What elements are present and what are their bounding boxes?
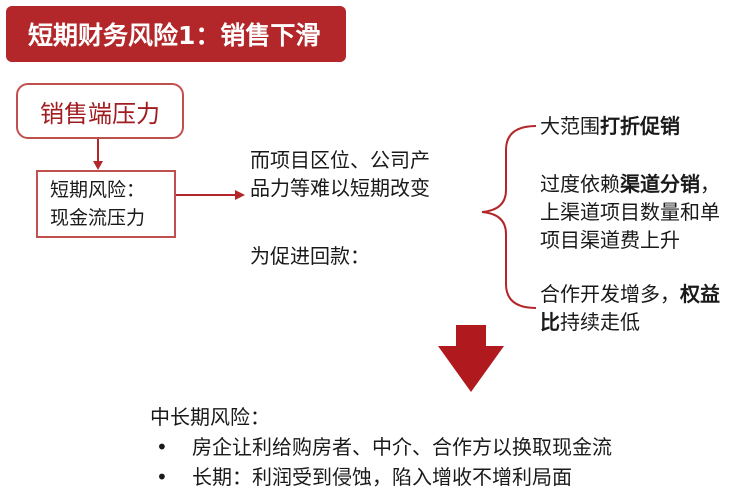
bullet-text-2: 长期：利润受到侵蚀，陷入增收不增利局面 (192, 465, 572, 489)
right-item3-post: 持续走低 (560, 310, 640, 334)
bullet-item: • 房企让利给购房者、中介、合作方以换取现金流 (150, 432, 612, 462)
right-item3-pre: 合作开发增多， (540, 282, 680, 306)
right-item1-normal: 大范围 (540, 114, 600, 138)
right-item-equity: 合作开发增多，权益比持续走低 (540, 280, 730, 336)
short-risk-line1: 短期风险： (50, 179, 146, 201)
curly-brace (481, 125, 537, 309)
short-risk-line2: 现金流压力 (50, 207, 146, 229)
bullet-icon: • (156, 465, 168, 489)
middle-line1: 而项目区位、公司产 (250, 148, 430, 172)
right-item-discount: 大范围打折促销 (540, 112, 736, 140)
sales-pressure-label: 销售端压力 (40, 99, 160, 128)
middle-line2: 品力等难以短期改变 (250, 176, 430, 200)
bullet-icon: • (156, 435, 168, 459)
sales-pressure-box: 销售端压力 (16, 83, 184, 139)
big-down-arrow-icon (438, 325, 504, 392)
right-item2-bold: 渠道分销 (620, 172, 700, 196)
long-term-risk-section: 中长期风险： • 房企让利给购房者、中介、合作方以换取现金流 • 长期：利润受到… (150, 402, 612, 492)
long-term-heading: 中长期风险： (150, 405, 270, 429)
right-item-channel: 过度依赖渠道分销，上渠道项目数量和单项目渠道费上升 (540, 170, 730, 254)
right-item2-post: ，上渠道项目数量和单项目渠道费上升 (540, 172, 720, 252)
short-term-risk-box: 短期风险： 现金流压力 (36, 170, 176, 238)
title-banner: 短期财务风险1：销售下滑 (6, 6, 346, 62)
middle-explanation: 而项目区位、公司产 品力等难以短期改变 (250, 146, 430, 202)
middle-line3: 为促进回款： (250, 244, 370, 268)
right-item2-pre: 过度依赖 (540, 172, 620, 196)
right-item3-bold: 权益比 (540, 282, 720, 334)
page-title: 短期财务风险1：销售下滑 (28, 21, 321, 50)
bullet-item: • 长期：利润受到侵蚀，陷入增收不增利局面 (150, 462, 612, 492)
horizontal-connector-arrowhead (235, 190, 245, 200)
right-item1-bold: 打折促销 (600, 114, 680, 138)
vertical-connector-arrowhead (93, 161, 103, 170)
bullet-text-1: 房企让利给购房者、中介、合作方以换取现金流 (192, 435, 612, 459)
